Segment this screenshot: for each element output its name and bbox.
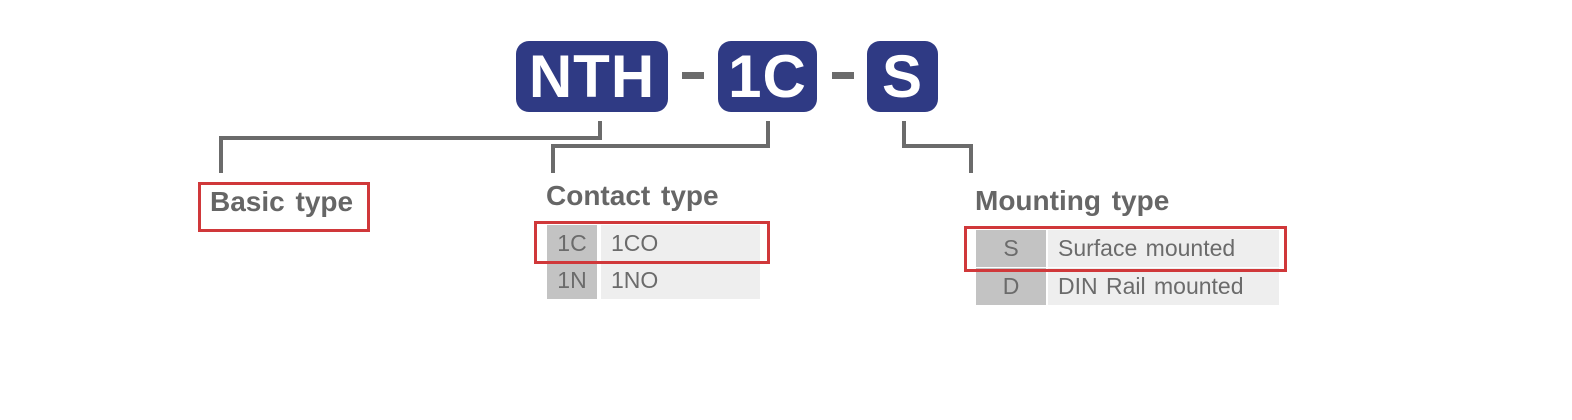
- code-segment-contact: 1C: [718, 41, 817, 112]
- connector-basic: [219, 121, 602, 173]
- connector-contact: [551, 121, 770, 173]
- mounting-type-highlight: [964, 226, 1287, 272]
- mounting-type-heading: Mounting type: [975, 185, 1170, 216]
- connector-mounting: [902, 121, 973, 173]
- mounting-option-label: Surface mounted: [1048, 230, 1279, 267]
- mounting-option-code: S: [976, 230, 1046, 267]
- code-segment-mounting: S: [867, 41, 938, 112]
- contact-option-code: 1N: [547, 262, 597, 299]
- mounting-option-label: DIN Rail mounted: [1048, 268, 1279, 305]
- basic-type-highlight: [198, 182, 370, 232]
- code-separator-1: [682, 72, 704, 79]
- contact-type-heading: Contact type: [546, 180, 719, 211]
- contact-option-label: 1NO: [601, 262, 760, 299]
- contact-option-label: 1CO: [601, 225, 760, 262]
- basic-type-heading: Basic type: [210, 186, 354, 217]
- contact-option-code: 1C: [547, 225, 597, 262]
- code-segment-basic: NTH: [516, 41, 668, 112]
- contact-type-highlight: [534, 221, 770, 264]
- mounting-option-code: D: [976, 268, 1046, 305]
- code-separator-2: [832, 72, 854, 79]
